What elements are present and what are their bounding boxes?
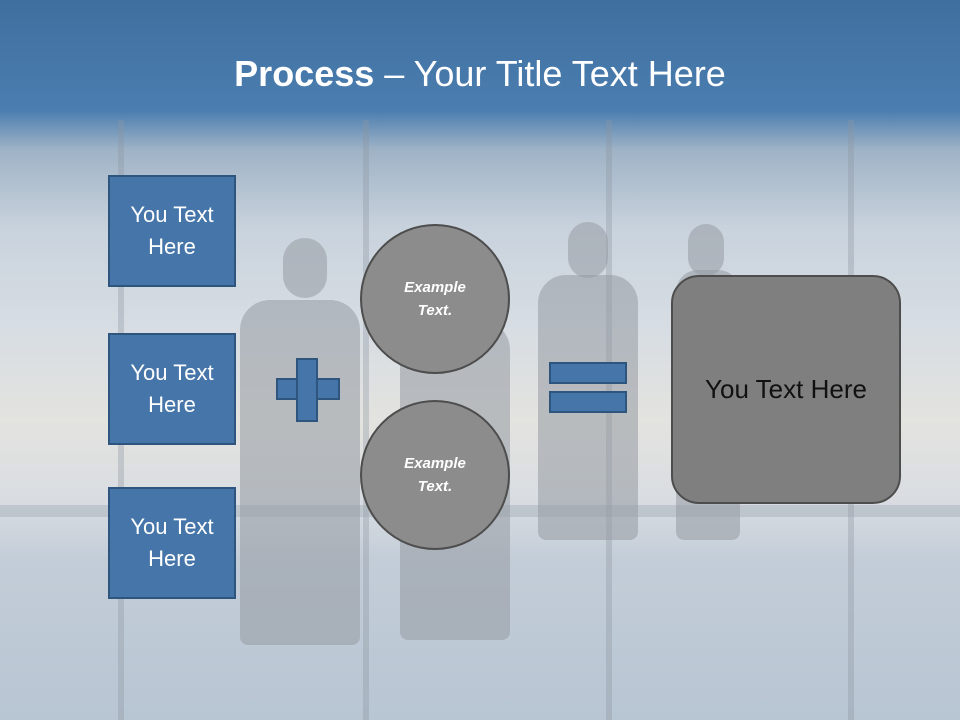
text-box-1: You Text Here bbox=[108, 175, 236, 287]
slide-title: Process – Your Title Text Here bbox=[0, 52, 960, 96]
equals-bar-top bbox=[549, 362, 627, 384]
result-label: You Text Here bbox=[705, 374, 867, 404]
text-box-2: You Text Here bbox=[108, 333, 236, 445]
window-frame bbox=[363, 120, 369, 720]
plus-icon bbox=[276, 358, 340, 422]
title-rest: – Your Title Text Here bbox=[374, 53, 726, 94]
example-circle-1: Example Text. bbox=[360, 224, 510, 374]
title-bold: Process bbox=[234, 53, 375, 94]
equals-bar-bottom bbox=[549, 391, 627, 413]
silhouette-head bbox=[688, 224, 724, 276]
circle-label: Example Text. bbox=[404, 455, 466, 495]
silhouette-head bbox=[283, 238, 327, 298]
silhouette-head bbox=[568, 222, 608, 278]
example-circle-2: Example Text. bbox=[360, 400, 510, 550]
silhouette-body bbox=[240, 300, 360, 645]
result-box: You Text Here bbox=[671, 275, 901, 504]
text-box-3: You Text Here bbox=[108, 487, 236, 599]
circle-label: Example Text. bbox=[404, 279, 466, 319]
